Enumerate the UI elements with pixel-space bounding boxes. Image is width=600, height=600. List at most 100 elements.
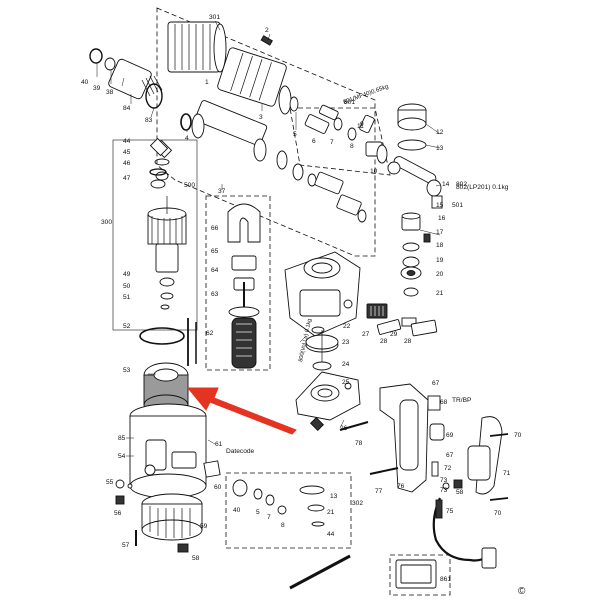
label-59: 59	[200, 523, 208, 530]
label-52: 52	[123, 323, 131, 330]
label-29: 29	[390, 331, 398, 338]
cylinder-assembly-301	[167, 21, 292, 115]
label-500: 500	[184, 182, 195, 189]
label-28a: 28	[380, 338, 388, 345]
part-number-labels: 301 2 1 40 39 38 84 83 4 3 5 6 7 8 9 10 …	[81, 14, 522, 583]
cap-12	[397, 103, 427, 151]
connecting-rod	[387, 156, 443, 209]
seal-kit-302	[232, 479, 325, 527]
label-19: 19	[436, 257, 444, 264]
label-5b: 5	[256, 509, 260, 516]
label-84: 84	[123, 105, 131, 112]
label-64: 64	[211, 267, 219, 274]
label-300: 300	[101, 219, 112, 226]
label-18: 18	[436, 242, 444, 249]
label-58: 58	[192, 555, 200, 562]
label-9: 9	[360, 121, 364, 128]
label-801: 801	[344, 99, 355, 106]
label-25: 25	[342, 379, 350, 386]
screw-70b	[489, 497, 509, 501]
assembly-801-boundary	[289, 107, 391, 176]
assembly-861-boundary	[389, 554, 451, 596]
highlight-arrow	[186, 387, 297, 435]
label-62: 62	[206, 330, 214, 337]
chisel	[289, 554, 351, 590]
label-69: 69	[446, 432, 454, 439]
screw-70a	[489, 433, 509, 437]
label-21: 21	[436, 290, 444, 297]
label-78: 78	[355, 440, 363, 447]
label-3: 3	[259, 114, 263, 121]
power-cable-75	[432, 497, 497, 569]
brush-holders	[366, 303, 438, 337]
label-60: 60	[214, 484, 222, 491]
assembly-301-boundary	[156, 7, 376, 257]
label-38: 38	[106, 89, 114, 96]
label-54: 54	[118, 453, 126, 460]
label-49: 49	[123, 271, 131, 278]
side-handle-500	[227, 203, 261, 369]
label-17: 17	[436, 229, 444, 236]
label-16: 16	[438, 215, 446, 222]
rear-handle-76	[379, 383, 445, 493]
label-74: 73	[440, 487, 448, 494]
copyright-mark: ©	[518, 586, 526, 597]
label-77: 77	[375, 488, 383, 495]
spindle-shaft	[191, 100, 367, 223]
note-802: 802(LP201) 0.1kg	[456, 184, 509, 191]
label-44b: 44	[327, 531, 335, 538]
label-15: 15	[436, 202, 444, 209]
screw-78	[339, 421, 369, 431]
label-861: 861	[440, 576, 451, 583]
label-47: 47	[123, 175, 131, 182]
assembly-302-boundary	[225, 472, 352, 549]
clip-58	[453, 479, 463, 489]
label-23: 23	[342, 339, 350, 346]
label-1: 1	[205, 79, 209, 86]
label-501: 501	[452, 202, 463, 209]
ring-parts-5-10	[289, 96, 388, 164]
label-40: 40	[81, 79, 89, 86]
label-50: 50	[123, 283, 131, 290]
label-21b: 21	[327, 509, 335, 516]
label-39: 39	[93, 85, 101, 92]
label-26: 26	[340, 425, 348, 432]
handle-cover-71	[467, 416, 503, 495]
label-2: 2	[265, 27, 269, 34]
label-66: 66	[211, 225, 219, 232]
label-57: 57	[122, 542, 130, 549]
label-70b: 70	[494, 510, 502, 517]
gear-23-24	[305, 326, 339, 371]
label-20: 20	[436, 271, 444, 278]
label-67b: 67	[446, 452, 454, 459]
label-5: 5	[293, 131, 297, 138]
label-45: 45	[123, 149, 131, 156]
label-76: 76	[397, 483, 405, 490]
label-70a: 70	[514, 432, 522, 439]
label-28b: 28	[404, 338, 412, 345]
leader-lines	[96, 20, 441, 457]
note-801: 801(MP40)0.65kg	[343, 84, 390, 106]
note-trbp: TR/BP	[452, 397, 472, 404]
label-73: 73	[440, 477, 448, 484]
label-44: 44	[123, 138, 131, 145]
flange-25	[295, 371, 361, 432]
assembly-500-boundary	[205, 195, 271, 371]
label-13b: 13	[330, 493, 338, 500]
label-4: 4	[185, 135, 189, 142]
crank-gear-stack	[400, 212, 431, 297]
screw-77	[369, 467, 399, 475]
case-861	[395, 559, 437, 589]
label-7b: 7	[267, 514, 271, 521]
label-53: 53	[123, 367, 131, 374]
label-24: 24	[342, 361, 350, 368]
label-8b: 8	[281, 522, 285, 529]
label-22: 22	[343, 323, 351, 330]
label-61: 61	[215, 441, 223, 448]
label-302: 302	[352, 500, 363, 507]
armature-300	[147, 139, 187, 310]
label-6: 6	[312, 138, 316, 145]
label-75: 75	[446, 508, 454, 515]
gear-housing-22	[284, 251, 361, 337]
